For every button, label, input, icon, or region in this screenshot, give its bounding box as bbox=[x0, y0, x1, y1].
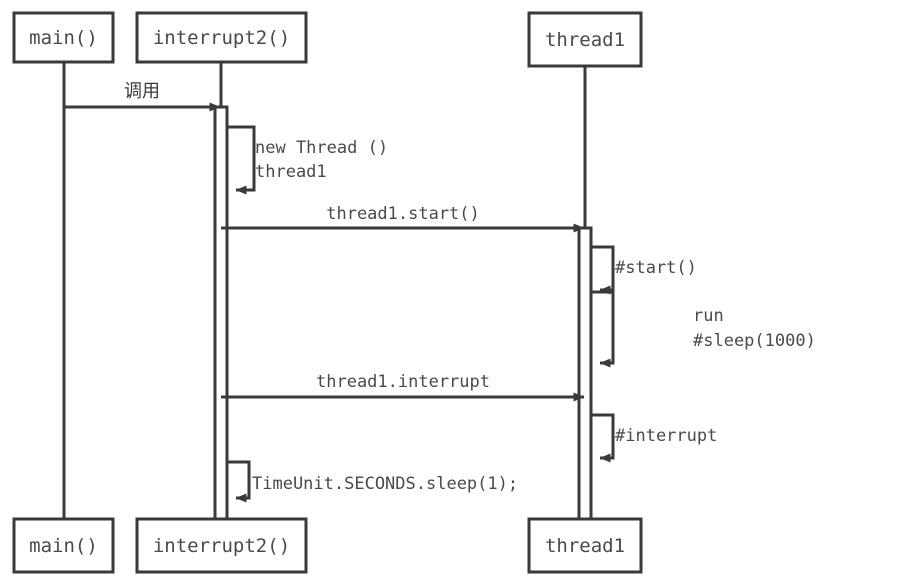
message-label: thread1.interrupt bbox=[316, 372, 490, 392]
participant-label: thread1 bbox=[545, 535, 625, 557]
message-m1: 调用 bbox=[64, 81, 221, 112]
message-label: new Thread () bbox=[255, 138, 388, 158]
self-message-arrow bbox=[227, 460, 251, 503]
participant-box-main-top[interactable]: main() bbox=[12, 11, 115, 64]
self-message-arrow bbox=[591, 245, 615, 295]
participant-boxes-layer: main() main() interrupt2() interrupt2() thre… bbox=[12, 11, 643, 574]
participant-box-main-bottom[interactable]: main() bbox=[12, 517, 115, 574]
message-m4: #start() bbox=[591, 245, 697, 295]
message-m6: thread1.interrupt bbox=[221, 372, 585, 402]
participant-box-thread1-bottom[interactable]: thread1 bbox=[527, 517, 643, 574]
self-message-arrow bbox=[227, 125, 256, 195]
message-m3: thread1.start() bbox=[221, 204, 585, 233]
message-label-line2: thread1 bbox=[255, 162, 327, 182]
activations-layer bbox=[213, 105, 593, 521]
activation-bar-interrupt2 bbox=[213, 105, 229, 521]
message-label-line2: #sleep(1000) bbox=[693, 331, 816, 351]
self-message-arrow bbox=[591, 413, 615, 463]
activation-bar-thread1 bbox=[577, 226, 593, 521]
message-label: run bbox=[693, 306, 724, 326]
message-label: #start() bbox=[615, 258, 697, 278]
participant-box-interrupt2-top[interactable]: interrupt2() bbox=[135, 11, 308, 64]
message-label: 调用 bbox=[124, 81, 160, 102]
message-label: TimeUnit.SECONDS.sleep(1); bbox=[252, 474, 518, 494]
participant-label: interrupt2() bbox=[153, 27, 290, 49]
participant-label: main() bbox=[29, 535, 98, 557]
participant-label: thread1 bbox=[545, 29, 625, 51]
message-m5: run #sleep(1000) bbox=[591, 290, 816, 368]
participant-label: interrupt2() bbox=[153, 535, 290, 557]
message-label: #interrupt bbox=[615, 426, 717, 446]
message-m2: new Thread () thread1 bbox=[227, 125, 388, 195]
message-m7: #interrupt bbox=[591, 413, 717, 463]
participant-label: main() bbox=[29, 27, 98, 49]
message-m8: TimeUnit.SECONDS.sleep(1); bbox=[227, 460, 518, 503]
self-message-arrow bbox=[591, 290, 615, 368]
participant-box-thread1-top[interactable]: thread1 bbox=[527, 11, 643, 68]
participant-box-interrupt2-bottom[interactable]: interrupt2() bbox=[135, 517, 308, 574]
message-label: thread1.start() bbox=[326, 204, 480, 224]
lifelines-layer bbox=[62, 62, 587, 519]
messages-layer: 调用 new Thread () thread1 thread1.start() #st… bbox=[64, 81, 816, 503]
